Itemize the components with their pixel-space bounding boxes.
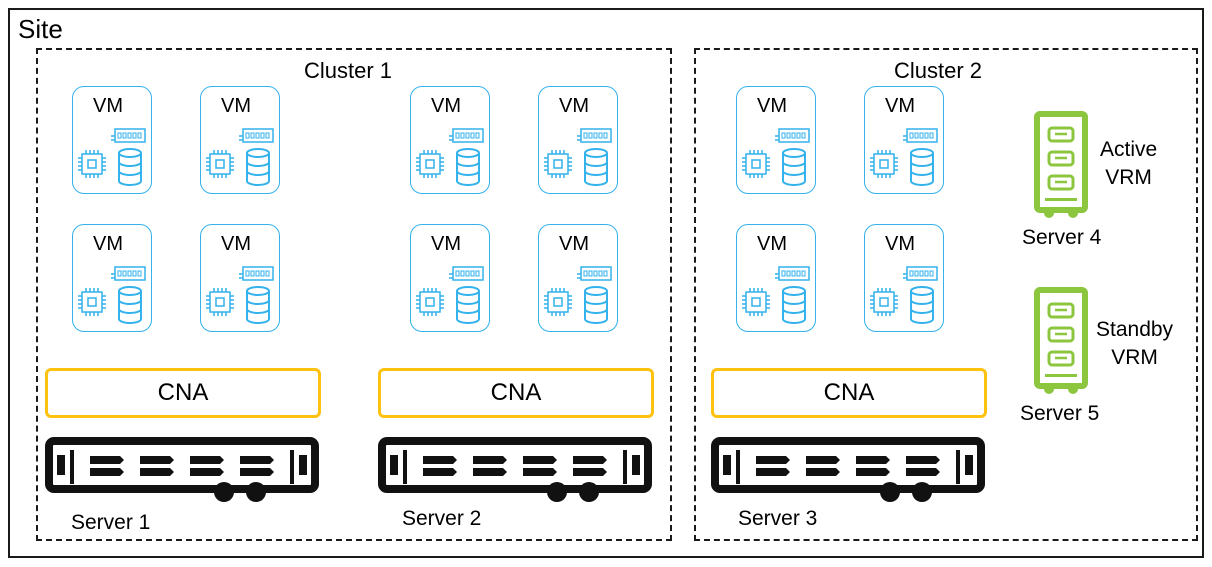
standby-vrm-line2: VRM [1111, 346, 1158, 369]
vm: VM [736, 86, 816, 194]
vm-label: VM [757, 95, 787, 117]
rack-server-icon [710, 436, 986, 508]
vm-label: VM [559, 233, 589, 255]
cluster-1-label: Cluster 1 [304, 58, 393, 83]
vm-resources-icon [201, 87, 281, 195]
active-vrm-line2: VRM [1105, 166, 1152, 189]
vm: VM [410, 224, 490, 332]
server-5-label: Server 5 [1020, 402, 1100, 425]
vm-resources-icon [737, 225, 817, 333]
vm-label: VM [93, 95, 123, 117]
server-3-label: Server 3 [738, 507, 818, 530]
vm: VM [538, 86, 618, 194]
vm: VM [538, 224, 618, 332]
rack-server-icon [377, 436, 653, 508]
vm-resources-icon [539, 87, 619, 195]
cluster-2-boundary [694, 48, 1198, 541]
vm-label: VM [221, 95, 251, 117]
server-1-label: Server 1 [71, 511, 151, 534]
standby-vrm-label: Standby VRM [1096, 316, 1173, 372]
server-4-label: Server 4 [1022, 226, 1102, 249]
vm-label: VM [93, 233, 123, 255]
vm-label: VM [431, 233, 461, 255]
site-label: Site [18, 14, 63, 44]
vrm-server-tower-icon [1031, 110, 1091, 222]
vm-label: VM [757, 233, 787, 255]
vm-resources-icon [73, 225, 153, 333]
vm: VM [200, 224, 280, 332]
cluster-1-boundary [36, 48, 672, 541]
vm: VM [410, 86, 490, 194]
vm-resources-icon [73, 87, 153, 195]
vm-label: VM [221, 233, 251, 255]
vm-label: VM [885, 233, 915, 255]
rack-server-icon [44, 436, 320, 508]
vm-resources-icon [201, 225, 281, 333]
standby-vrm-line1: Standby [1096, 318, 1174, 341]
vm: VM [200, 86, 280, 194]
cna-box-1: CNA [45, 368, 321, 418]
vm: VM [736, 224, 816, 332]
vm-resources-icon [411, 87, 491, 195]
vm: VM [864, 86, 944, 194]
vrm-server-tower-icon [1031, 286, 1091, 398]
vm-label: VM [559, 95, 589, 117]
vm-resources-icon [737, 87, 817, 195]
active-vrm-line1: Active [1100, 138, 1158, 161]
vm-resources-icon [411, 225, 491, 333]
cna-box-2: CNA [378, 368, 654, 418]
vm-label: VM [431, 95, 461, 117]
vm-label: VM [885, 95, 915, 117]
vm-resources-icon [865, 225, 945, 333]
cluster-2-label: Cluster 2 [894, 58, 983, 83]
vm: VM [72, 86, 152, 194]
vm: VM [72, 224, 152, 332]
vm-resources-icon [539, 225, 619, 333]
vm-resources-icon [865, 87, 945, 195]
vm: VM [864, 224, 944, 332]
active-vrm-label: Active VRM [1100, 136, 1157, 192]
cna-box-3: CNA [711, 368, 987, 418]
server-2-label: Server 2 [402, 507, 482, 530]
site-boundary [8, 8, 1204, 558]
